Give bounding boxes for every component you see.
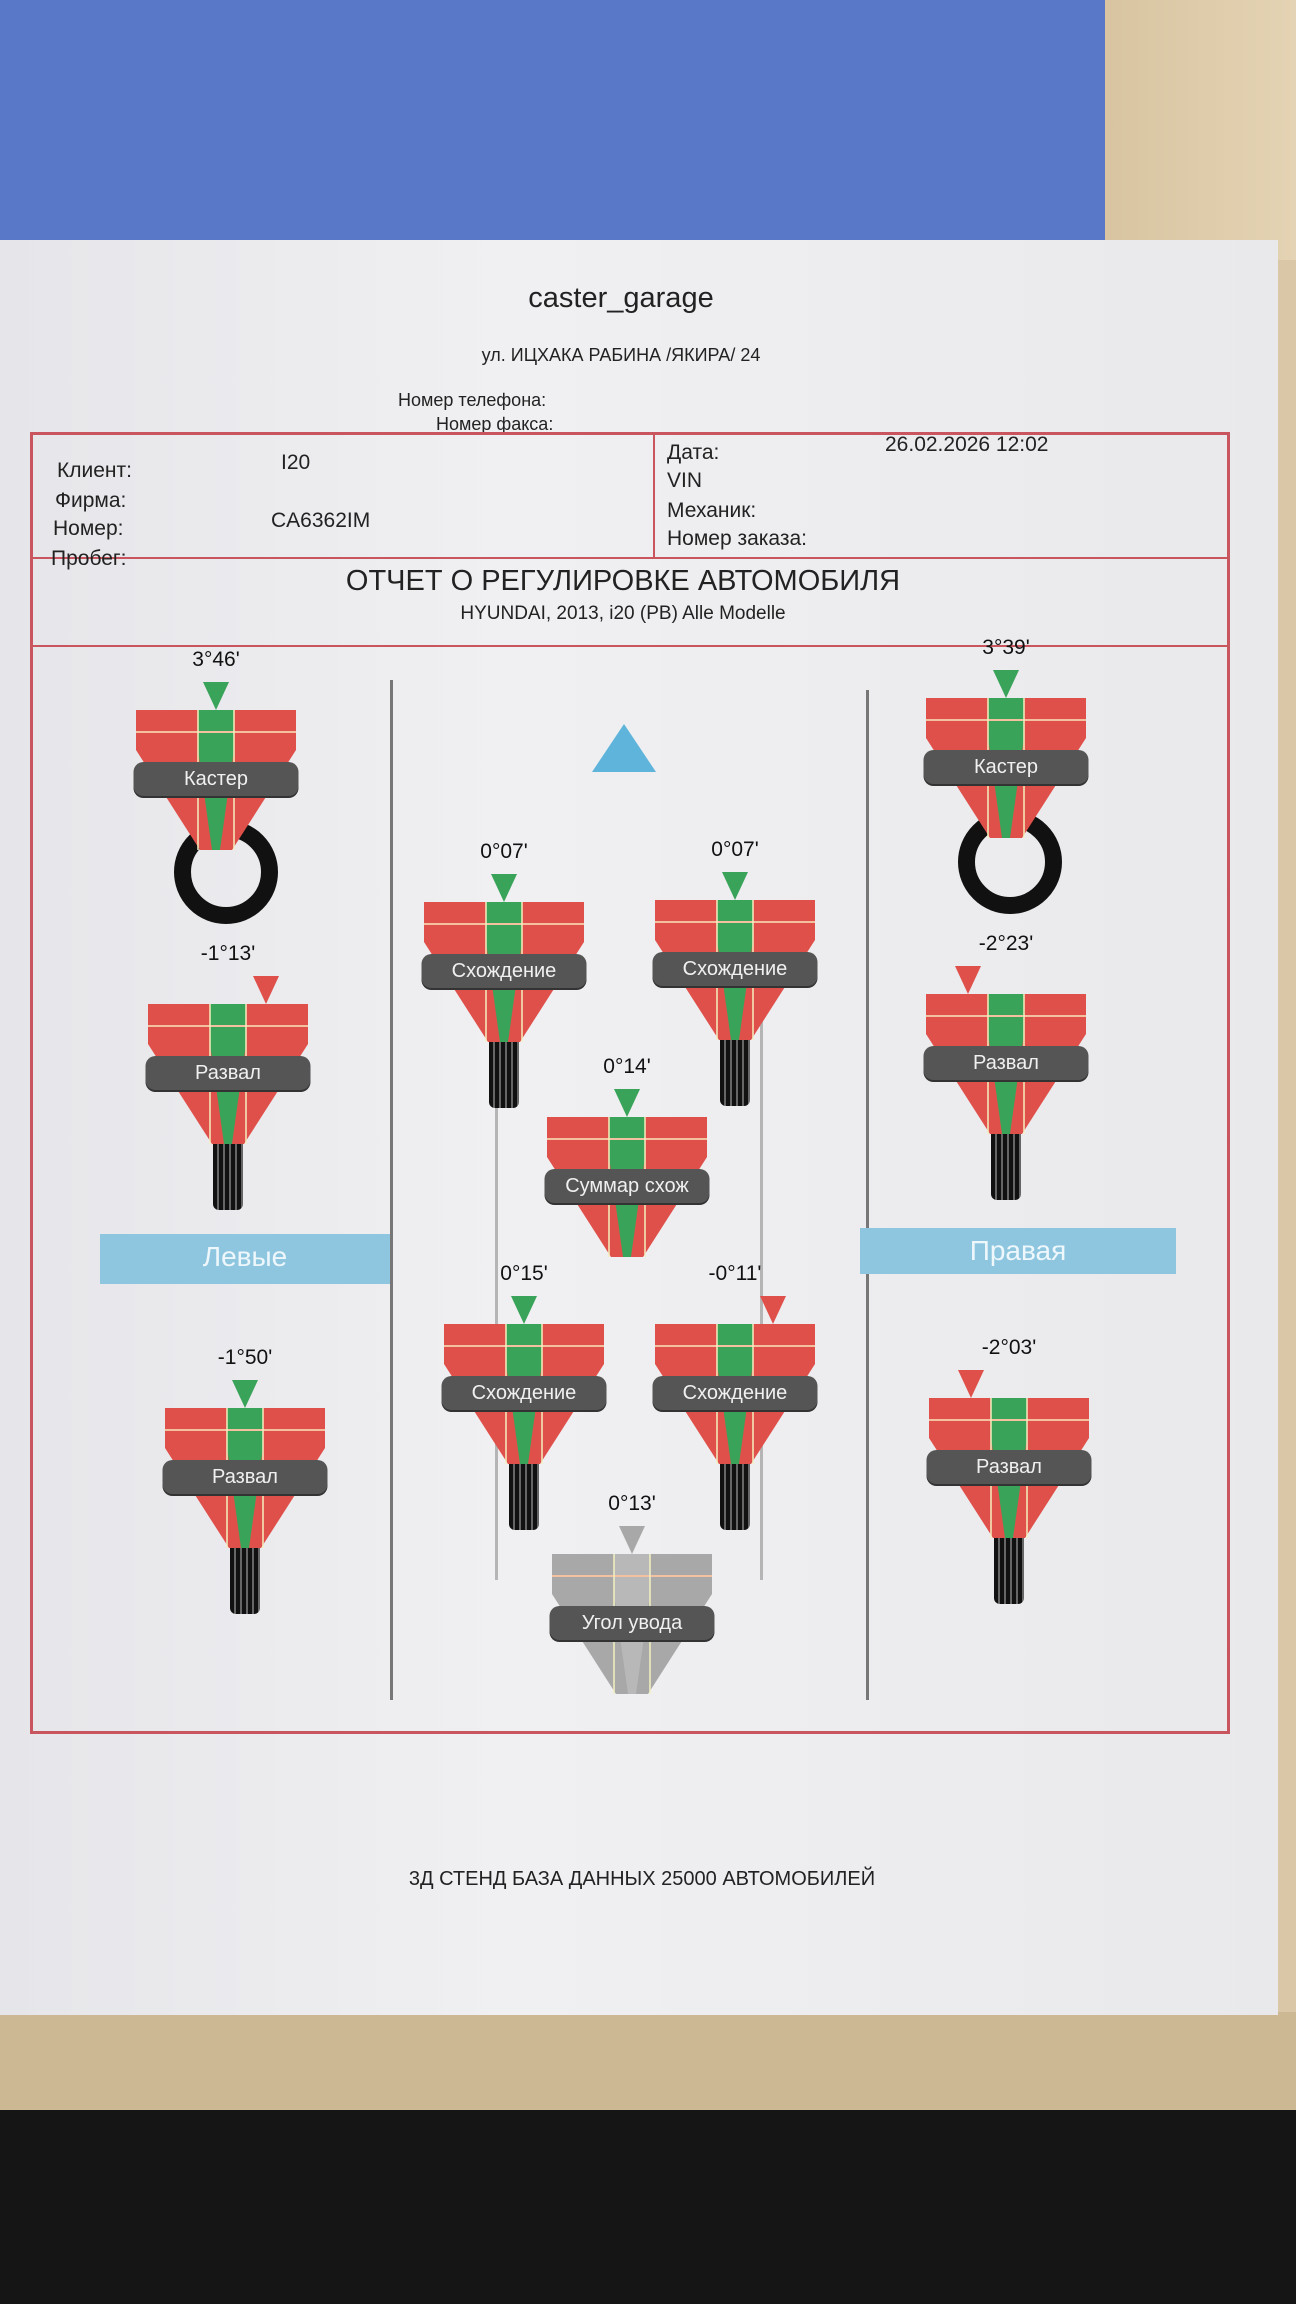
gauge-label: Развал bbox=[926, 1450, 1092, 1484]
gauge-marker-icon bbox=[619, 1526, 645, 1554]
client-label: Клиент: bbox=[57, 459, 132, 482]
gauge-marker-icon bbox=[955, 966, 981, 994]
axle-link-left bbox=[495, 960, 498, 1580]
axle-link-right bbox=[760, 960, 763, 1580]
gauge-value: 0°14' bbox=[603, 1055, 651, 1078]
gauge-value: -2°03' bbox=[981, 1336, 1037, 1359]
direction-arrow-icon bbox=[592, 724, 656, 772]
background-wood-bottom bbox=[0, 2012, 1296, 2112]
side-label-left: Левые bbox=[100, 1234, 390, 1284]
background-blue-surface bbox=[0, 0, 1105, 250]
gauge-marker-icon bbox=[253, 976, 279, 1004]
gauge-value: -2°23' bbox=[978, 932, 1034, 955]
gauge-value: 0°07' bbox=[711, 838, 759, 861]
gauge-value: -0°11' bbox=[708, 1262, 762, 1285]
footer-note: 3Д СТЕНД БАЗА ДАННЫХ 25000 АВТОМОБИЛЕЙ bbox=[408, 1868, 876, 1890]
divider bbox=[33, 645, 1227, 647]
client-value: I20 bbox=[281, 451, 311, 474]
gauge-marker-icon bbox=[491, 874, 517, 902]
gauge-marker-icon bbox=[203, 682, 229, 710]
number-label: Номер: bbox=[53, 517, 124, 540]
gauge-marker-icon bbox=[760, 1296, 786, 1324]
gauge-label: Развал bbox=[145, 1056, 311, 1090]
gauge-value: -1°50' bbox=[217, 1346, 273, 1369]
gauge-marker-icon bbox=[511, 1296, 537, 1324]
date-label: Дата: bbox=[667, 441, 720, 464]
divider bbox=[653, 435, 655, 557]
mechanic-label: Механик: bbox=[667, 499, 757, 522]
gauge-label: Схождение bbox=[421, 954, 587, 988]
gauge-label: Кастер bbox=[923, 750, 1089, 784]
order-number-label: Номер заказа: bbox=[667, 527, 808, 550]
firm-label: Фирма: bbox=[55, 489, 127, 512]
gauge-label: Схождение bbox=[652, 952, 818, 986]
gauge-value: -1°13' bbox=[200, 942, 256, 965]
divider bbox=[33, 557, 1227, 559]
fax-label: Номер факса: bbox=[436, 414, 554, 434]
background-dark bbox=[0, 2110, 1296, 2304]
phone-label: Номер телефона: bbox=[398, 390, 547, 410]
gauge-label: Схождение bbox=[441, 1376, 607, 1410]
gauge-marker-icon bbox=[722, 872, 748, 900]
mileage-label: Пробег: bbox=[51, 547, 127, 570]
gauge-marker-icon bbox=[614, 1089, 640, 1117]
company-name: caster_garage bbox=[528, 282, 714, 314]
report-frame: Клиент: I20 Фирма: Номер: CA6362IM Пробе… bbox=[30, 432, 1230, 1734]
gauge-label: Суммар схож bbox=[544, 1169, 710, 1203]
gauge-label: Схождение bbox=[652, 1376, 818, 1410]
gauge-label: Развал bbox=[162, 1460, 328, 1494]
number-value: CA6362IM bbox=[271, 509, 371, 532]
gauge-value: 0°07' bbox=[480, 840, 528, 863]
date-value: 26.02.2026 12:02 bbox=[885, 433, 1049, 456]
panel-divider-right bbox=[866, 690, 869, 1700]
gauge-marker-icon bbox=[232, 1380, 258, 1408]
gauge-value: 0°15' bbox=[500, 1262, 548, 1285]
gauge-label: Угол увода bbox=[549, 1606, 715, 1640]
side-label-right: Правая bbox=[860, 1228, 1176, 1274]
gauge-label: Развал bbox=[923, 1046, 1089, 1080]
gauge-label: Кастер bbox=[133, 762, 299, 796]
company-address: ул. ИЦХАКА РАБИНА /ЯКИРА/ 24 bbox=[481, 345, 761, 365]
gauge-value: 3°46' bbox=[192, 648, 240, 671]
vin-label: VIN bbox=[667, 469, 703, 492]
report-title: ОТЧЕТ О РЕГУЛИРОВКЕ АВТОМОБИЛЯ bbox=[345, 565, 901, 597]
vehicle-description: HYUNDAI, 2013, i20 (PB) Alle Modelle bbox=[460, 603, 786, 624]
panel-divider-left bbox=[390, 680, 393, 1700]
gauge-marker-icon bbox=[993, 670, 1019, 698]
gauge-value: 3°39' bbox=[982, 636, 1030, 659]
gauge-marker-icon bbox=[958, 1370, 984, 1398]
background-wood bbox=[1105, 0, 1296, 260]
gauge-value: 0°13' bbox=[608, 1492, 656, 1515]
